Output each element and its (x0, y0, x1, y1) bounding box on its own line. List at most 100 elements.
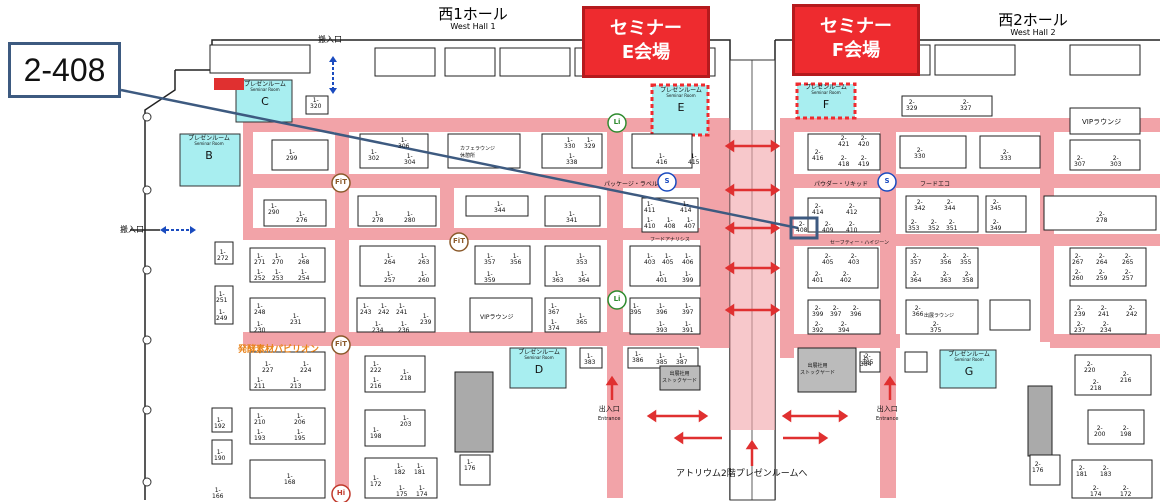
booth-number: 303 (1110, 161, 1122, 168)
room-sub: Seminar Room (666, 93, 696, 98)
exit-arrows (605, 139, 897, 466)
booth-prefix: 1- (550, 319, 557, 326)
vip-lounge-west: VIPラウンジ (480, 314, 514, 321)
booth-number: 399 (682, 277, 694, 284)
booth-1-403: 1-403 (644, 254, 655, 266)
booth-1-263: 1-263 (418, 254, 429, 266)
booth-number: 329 (584, 143, 596, 150)
exit-east: 出入口 Entrance (876, 404, 898, 422)
booth-2-344: 2-344 (944, 200, 955, 212)
booth-prefix: 2- (1098, 269, 1105, 276)
booth-number: 374 (548, 325, 560, 332)
booth-number: 203 (400, 421, 412, 428)
booth-1-359: 1-359 (484, 272, 495, 284)
booth-prefix: 1- (296, 413, 303, 420)
booth-1-271: 1-271 (254, 254, 265, 266)
exit-east-en: Entrance (876, 416, 899, 422)
booth-prefix: 2- (948, 219, 955, 226)
booth-prefix: 1- (302, 361, 309, 368)
booth-number: 405 (662, 259, 674, 266)
booth-2-265: 2-265 (1122, 254, 1133, 266)
badge-fit-2: FiT (335, 340, 347, 348)
booth-1-391: 1-391 (682, 322, 693, 334)
booth-2-260: 2-260 (1072, 270, 1083, 282)
booth-number: 224 (300, 367, 312, 374)
booth-prefix: 1- (568, 153, 575, 160)
booth-1-211: 1-211 (254, 378, 265, 390)
booth-number: 193 (254, 435, 266, 442)
booth-prefix: 1- (690, 153, 697, 160)
booth-number: 174 (416, 491, 428, 498)
booth-number: 351 (946, 225, 958, 232)
booth-number: 278 (372, 217, 384, 224)
booth-number: 218 (400, 375, 412, 382)
booth-1-224: 1-224 (300, 362, 311, 374)
booth-prefix: 1- (256, 377, 263, 384)
badge-fit-1: FiT (453, 237, 465, 245)
booths-west (211, 95, 701, 499)
room-title: プレゼンルーム (518, 349, 560, 356)
booth-prefix: 1- (256, 253, 263, 260)
booth-1-395: 1-395 (630, 304, 641, 316)
booth-prefix: 1- (372, 427, 379, 434)
booth-1-411: 1-411 (644, 202, 655, 214)
booth-prefix: 1- (256, 321, 263, 328)
booth-prefix: 2- (1076, 305, 1083, 312)
booth-1-198: 1-198 (370, 428, 381, 440)
booth-1-407: 1-407 (684, 218, 695, 230)
booth-number: 181 (414, 469, 426, 476)
booth-number: 333 (1000, 155, 1012, 162)
booth-1-290: 1-290 (268, 204, 279, 216)
booth-1-338: 1-338 (566, 154, 577, 166)
booth-2-356: 2-356 (940, 254, 951, 266)
booth-prefix: 1- (218, 291, 225, 298)
booth-prefix: 1- (658, 303, 665, 310)
exit-west: 出入口 Entrance (598, 404, 620, 422)
booth-number: 396 (656, 309, 668, 316)
booth-prefix: 2- (1078, 465, 1085, 472)
booth-2-405: 2-405 (822, 254, 833, 266)
booth-number: 345 (990, 205, 1002, 212)
booth-1-203: 1-203 (400, 416, 411, 428)
booth-1-374: 1-374 (548, 320, 559, 332)
booth-prefix: 2- (814, 305, 821, 312)
booth-number: 307 (1074, 161, 1086, 168)
booth-2-220: 2-220 (1084, 362, 1095, 374)
booth-callout-label: 2-408 (23, 51, 106, 88)
room-letter: B (205, 149, 213, 162)
booth-prefix: 1- (646, 201, 653, 208)
callout-leader-line (120, 88, 799, 230)
booth-number: 365 (576, 319, 588, 326)
hall-west1-en: West Hall 1 (450, 22, 496, 31)
booth-2-307: 2-307 (1074, 156, 1085, 168)
booth-number: 401 (656, 277, 668, 284)
booth-number: 358 (962, 277, 974, 284)
booth-prefix: 1- (420, 271, 427, 278)
booth-2-399: 2-399 (812, 306, 823, 318)
booth-number: 263 (418, 259, 430, 266)
booth-number: 353 (576, 259, 588, 266)
booth-2-242: 2-242 (1126, 306, 1137, 318)
room-title: プレゼンルーム (805, 84, 847, 91)
booth-2-396: 2-396 (850, 306, 861, 318)
booth-1-280: 1-280 (404, 212, 415, 224)
cafe-label: カフェラウンジ 休憩所 (460, 145, 495, 159)
booth-number: 231 (290, 319, 302, 326)
booth-2-408: 2-408 (796, 222, 807, 234)
seminar-f-line2: F会場 (831, 40, 881, 61)
booth-1-210: 1-210 (254, 414, 265, 426)
booth-2-355: 2-355 (960, 254, 971, 266)
booth-2-421: 2-421 (838, 136, 849, 148)
booth-prefix: 2- (848, 203, 855, 210)
booth-number: 406 (682, 259, 694, 266)
booth-prefix: 1- (658, 321, 665, 328)
entrance-top-label: 搬入口 (318, 35, 342, 44)
booth-number: 411 (644, 207, 656, 214)
booth-prefix: 2- (814, 149, 821, 156)
booth-prefix: 1- (400, 321, 407, 328)
booth-prefix: 1- (216, 417, 223, 424)
booth-prefix: 1- (402, 369, 409, 376)
booth-prefix: 2- (1092, 485, 1099, 492)
booth-number: 259 (1096, 275, 1108, 282)
booth-number: 239 (1074, 311, 1086, 318)
